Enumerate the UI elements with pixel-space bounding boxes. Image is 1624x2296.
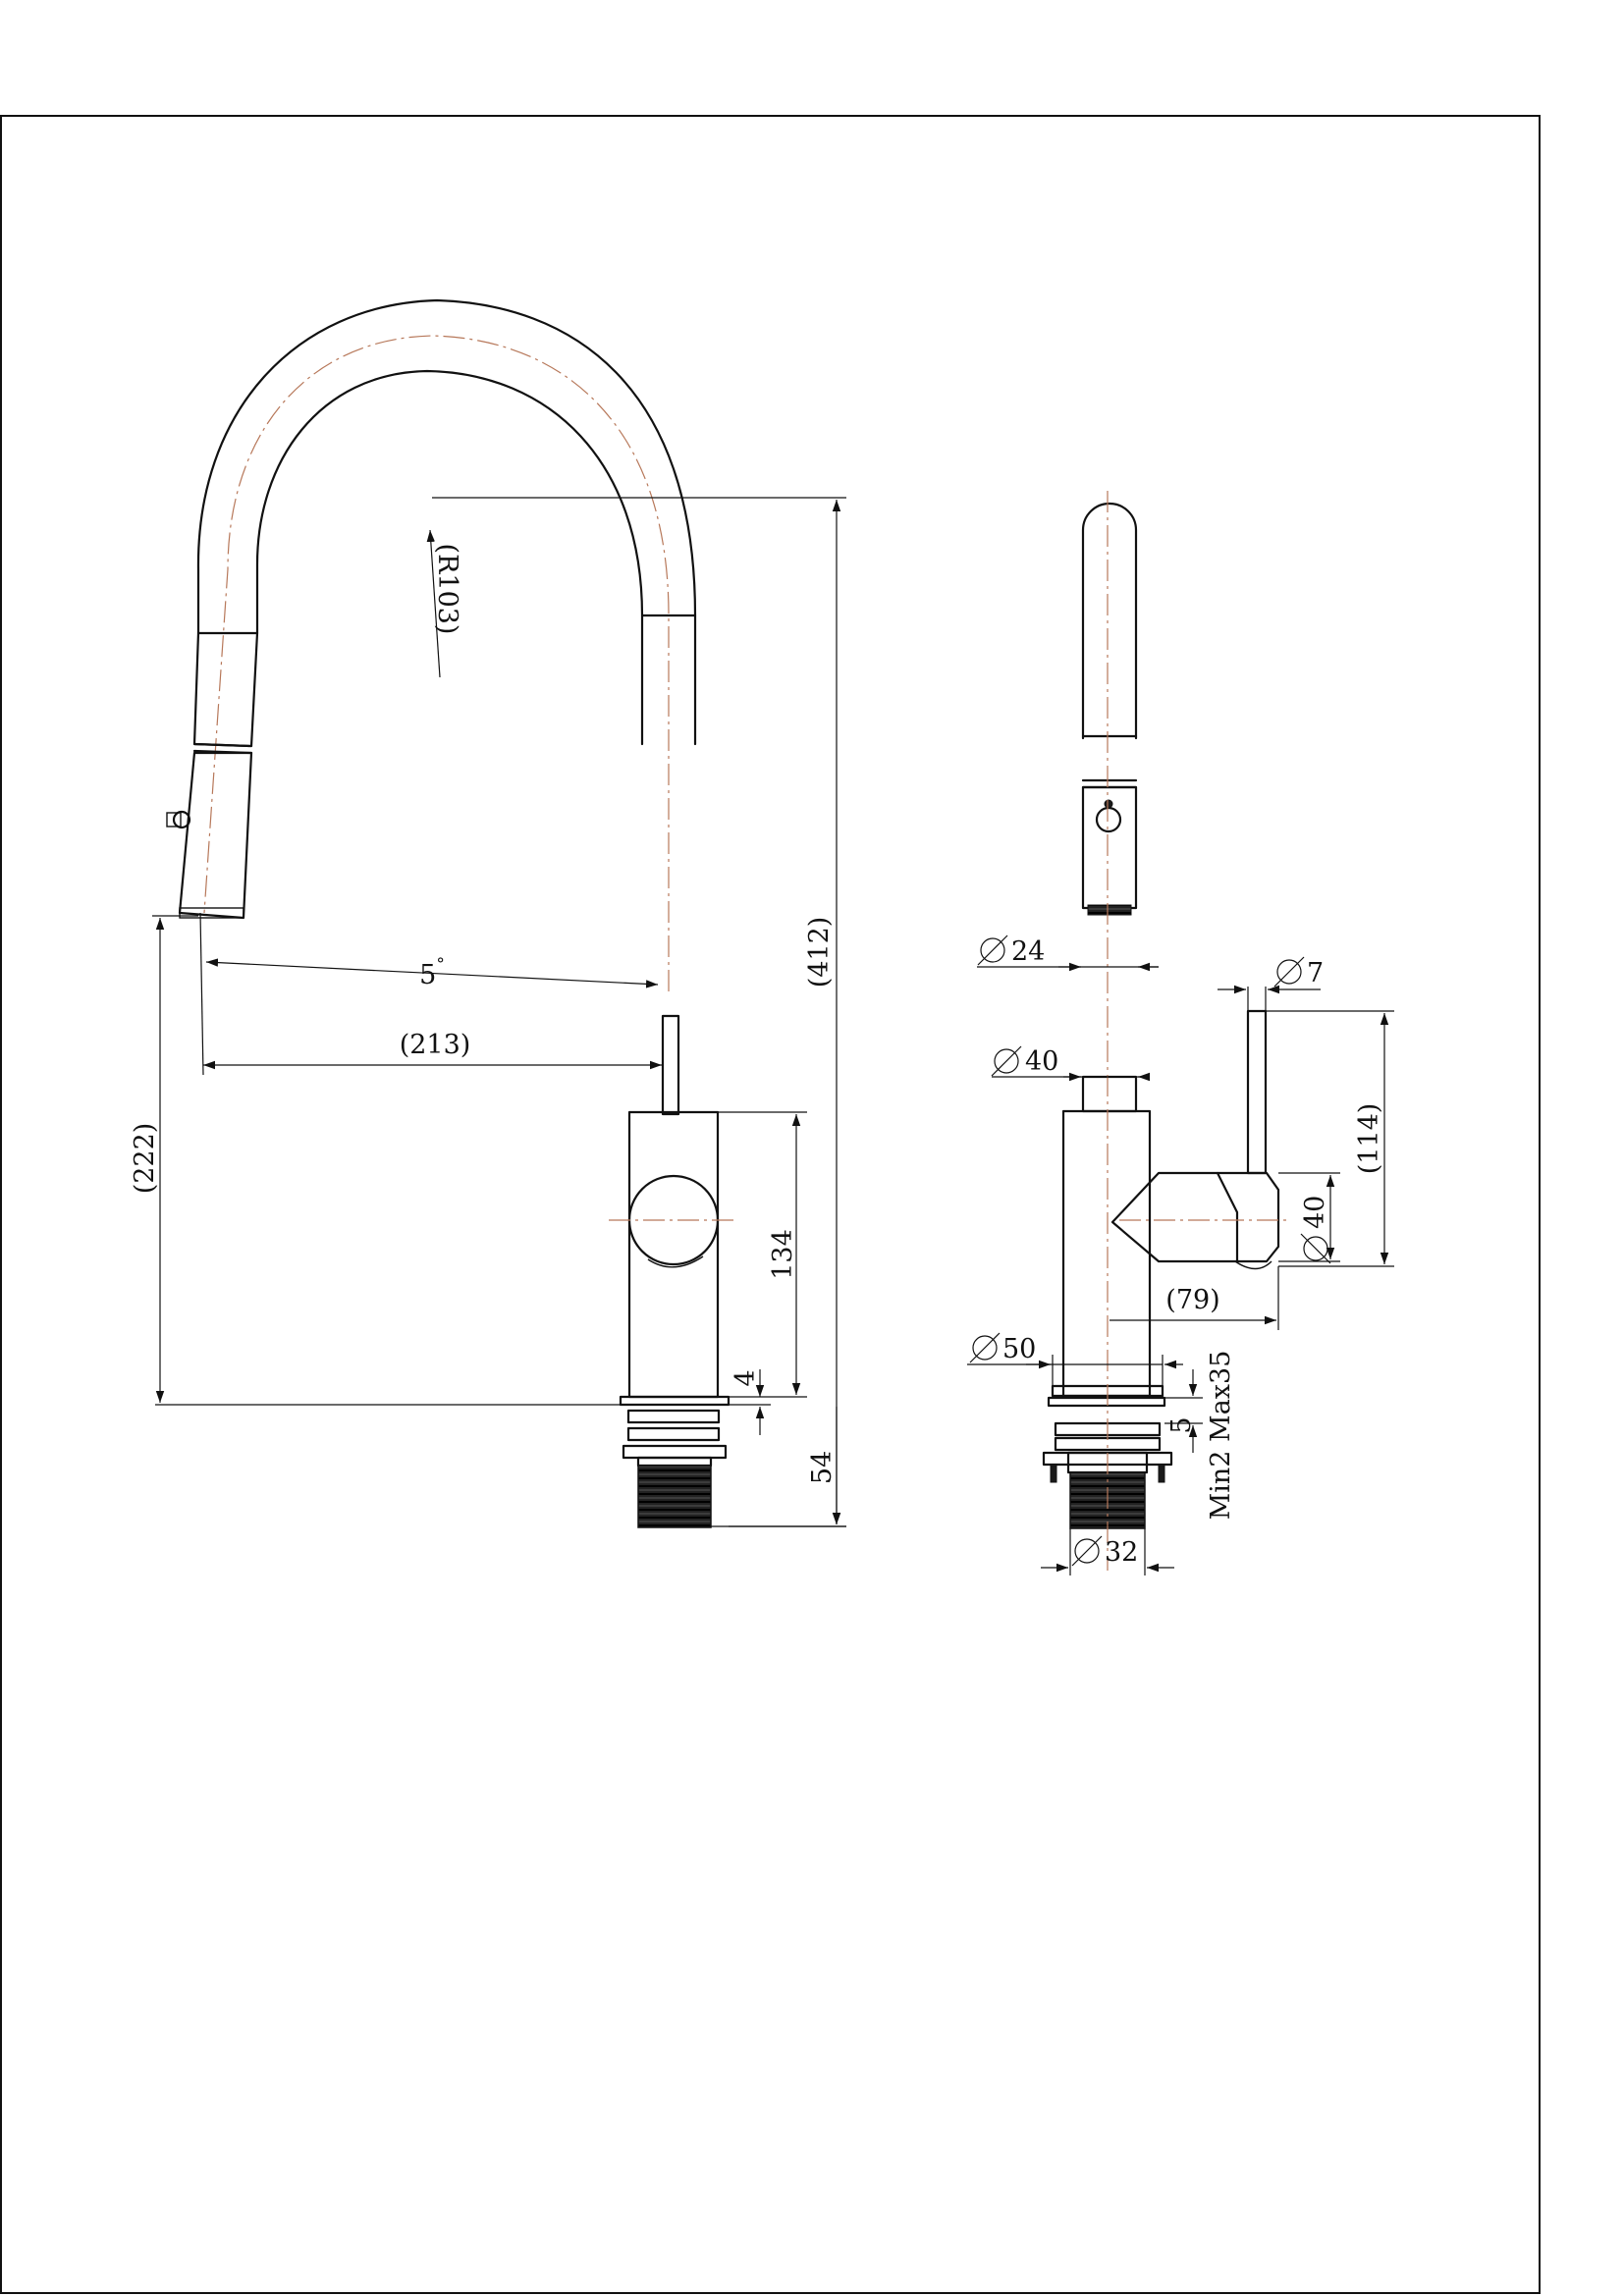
base-gap-label: 4 [731,1369,761,1386]
handle-offset-label: (79) [1165,1285,1219,1315]
neck-diameter-label: 40 [1025,1046,1058,1077]
spout-height-dimension: (222) [130,915,621,1406]
reach-dimension: (213) [203,1030,662,1070]
reach-label: (213) [400,1030,471,1060]
spray-head [166,631,259,920]
hub-diameter-label: 40 [1300,1196,1330,1229]
body-height-label: 134 [768,1229,798,1280]
front-threaded-shank [637,1465,712,1528]
hub-diameter-dimension: 40 [1278,1172,1340,1264]
body-height-dimension: 134 [718,1111,807,1398]
handle-offset-dimension: (79) [1110,1266,1279,1330]
base-diameter-label: 50 [1002,1334,1036,1364]
spout-height-label: (222) [130,1123,160,1195]
overall-height-dimension: (412) [432,497,846,1527]
base-diameter-dimension: 50 [967,1332,1183,1386]
drawing-frame [0,115,1541,2294]
side-spray-head [1081,785,1138,910]
shank-length-dimension: 54 [711,1407,846,1527]
shank-diameter-label: 32 [1105,1537,1138,1568]
radius-label: (R103) [432,544,462,635]
angle-label: 5° [419,955,445,990]
handle-height-dimension: (114) [1266,1010,1394,1267]
handle-diameter-dimension: 7 [1218,956,1324,1011]
side-body [1061,1109,1152,1398]
radius-dimension: (R103) [426,529,462,678]
spout-centerline [203,335,670,991]
neck-diameter-dimension: 40 [991,1045,1150,1082]
side-view: 24 7 40 (114) [967,491,1394,1575]
deck-thickness-label: Min2 Max35 [1206,1351,1236,1521]
front-base-plate [619,1395,731,1407]
handle-height-label: (114) [1354,1103,1384,1175]
washer-gap-label: 5 [1166,1416,1197,1433]
side-neck [1081,1075,1138,1113]
spout-inner [255,369,644,746]
overall-height-label: (412) [804,917,835,988]
side-spray-button-icon [1095,806,1122,833]
front-body [627,1110,720,1399]
shank-length-label: 54 [807,1451,838,1484]
front-handle-lever [661,1014,680,1116]
side-handle-hub [1110,1171,1239,1263]
front-view: (R103) 5° (213) (222) (412) [130,298,846,1528]
spout-diameter-dimension: 24 [977,934,1159,972]
deck-thickness-dimension: 5 Min2 Max35 [1164,1351,1236,1521]
spout-diameter-label: 24 [1011,936,1045,967]
side-handle-lever [1246,1009,1268,1175]
base-gap-dimension: 4 [729,1369,771,1435]
spray-button-icon [172,810,191,829]
handle-diameter-label: 7 [1307,958,1324,988]
side-spout [1081,502,1138,740]
spout-outer [196,298,697,746]
angle-dimension: 5° [199,912,659,1076]
shank-diameter-dimension: 32 [1041,1528,1174,1575]
